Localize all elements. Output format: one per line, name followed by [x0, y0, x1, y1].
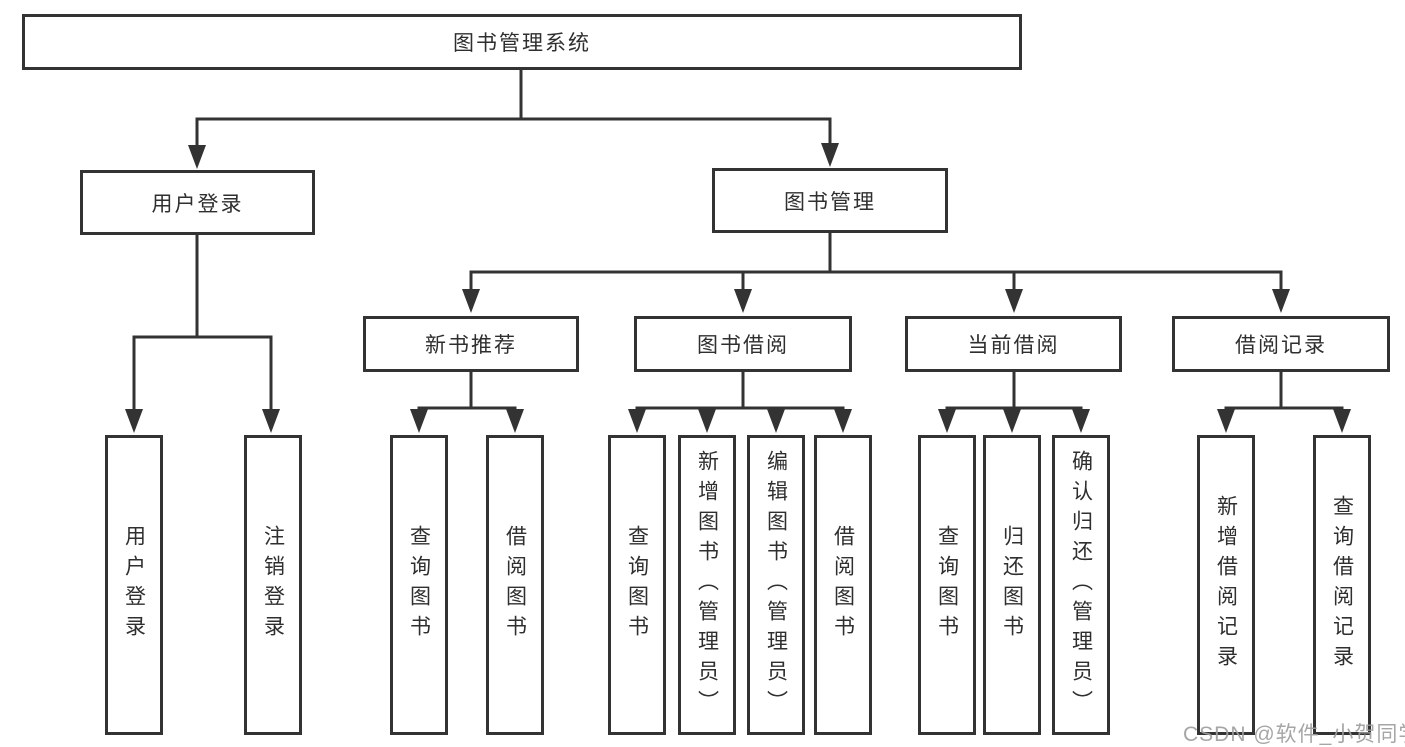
node-book-borrowing: 图书借阅 [634, 316, 852, 372]
leaf-confirm-return-admin: 确认归还（管理员） [1052, 435, 1110, 735]
leaf-borrow-books-recommend: 借阅图书 [486, 435, 544, 735]
leaf-borrow-books-borrowing: 借阅图书 [814, 435, 872, 735]
node-user-login: 用户登录 [80, 170, 315, 235]
leaf-query-books-borrowing: 查询图书 [608, 435, 666, 735]
leaf-query-books-recommend: 查询图书 [390, 435, 448, 735]
node-new-book-recommend: 新书推荐 [363, 316, 579, 372]
leaf-return-book: 归还图书 [983, 435, 1041, 735]
node-library-system: 图书管理系统 [22, 14, 1022, 70]
arrowheads [125, 143, 1351, 433]
leaf-query-borrow-record: 查询借阅记录 [1313, 435, 1371, 735]
leaf-add-book-admin: 新增图书（管理员） [678, 435, 736, 735]
csdn-watermark: CSDN @软件_小贺同学 [1183, 723, 1405, 746]
node-book-management: 图书管理 [712, 168, 948, 233]
leaf-logout: 注销登录 [244, 435, 302, 735]
leaf-user-login: 用户登录 [105, 435, 163, 735]
node-current-borrowing: 当前借阅 [905, 316, 1122, 372]
node-borrowing-records: 借阅记录 [1172, 316, 1390, 372]
leaf-add-borrow-record: 新增借阅记录 [1197, 435, 1255, 735]
leaf-query-books-current: 查询图书 [918, 435, 976, 735]
leaf-edit-book-admin: 编辑图书（管理员） [747, 435, 805, 735]
